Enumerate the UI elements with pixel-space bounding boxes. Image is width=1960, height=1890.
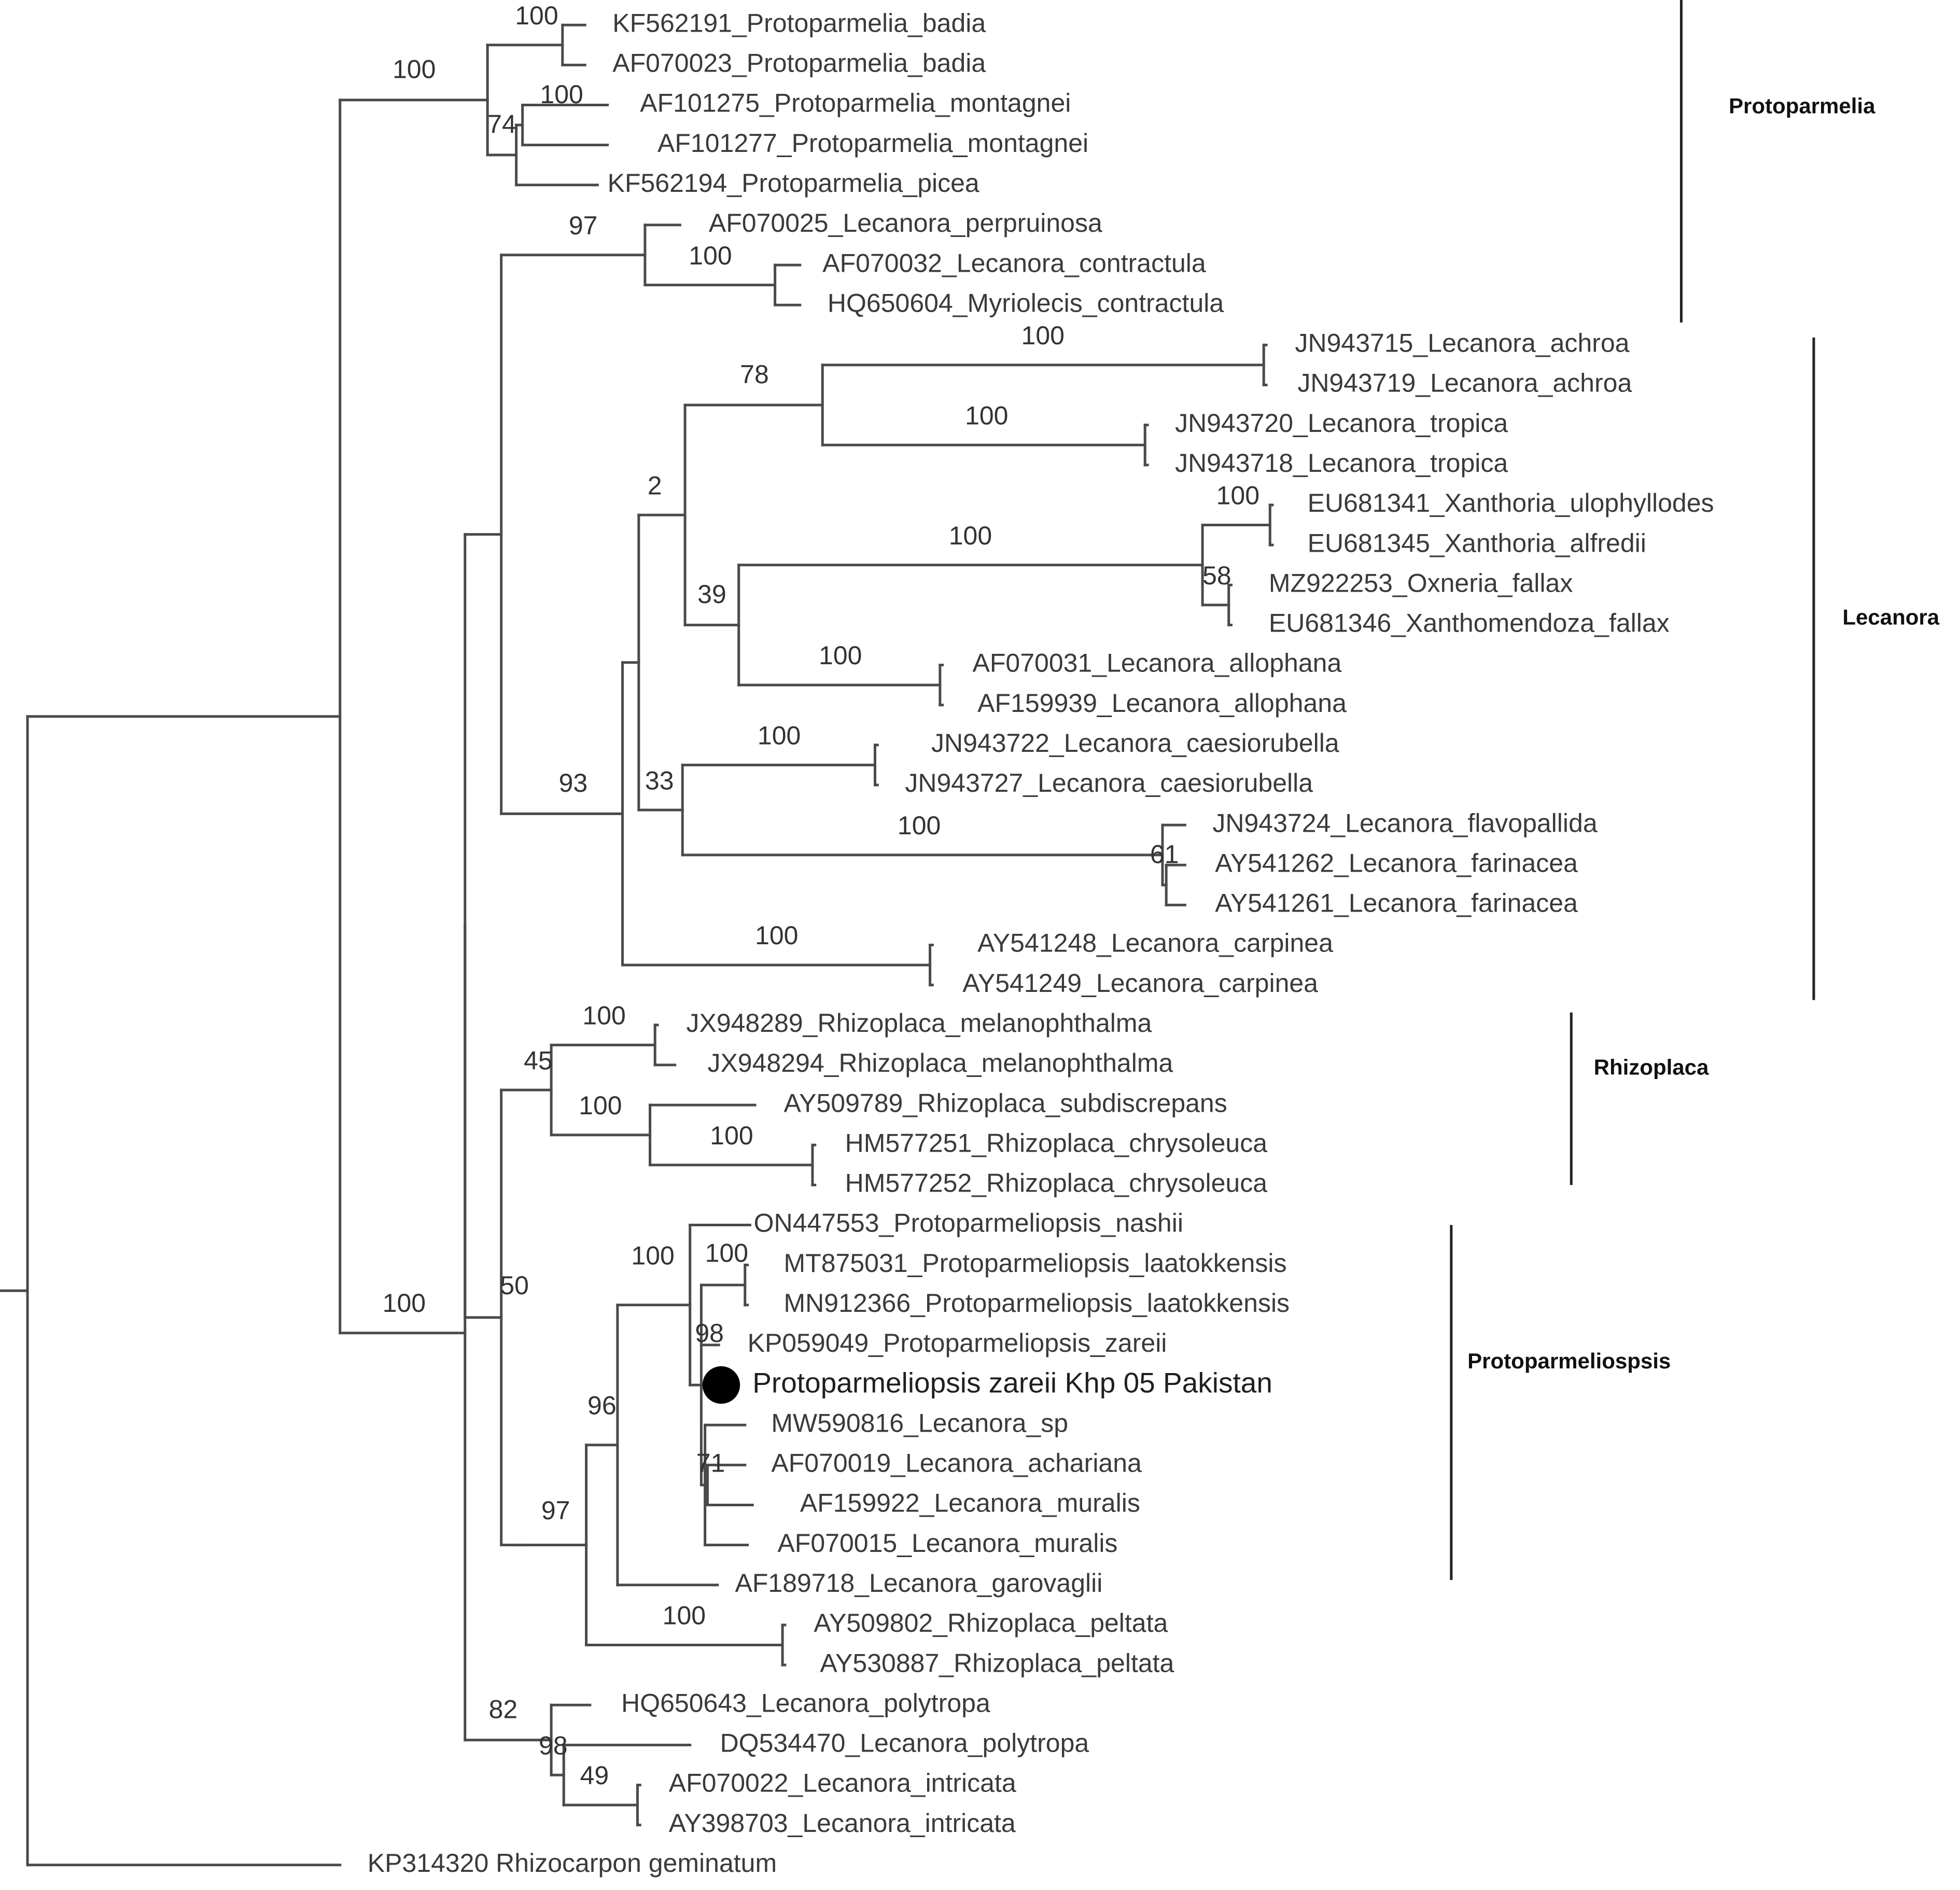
tip-label: AF189718_Lecanora_garovaglii <box>735 1569 1103 1598</box>
tip-label: AY509802_Rhizoplaca_peltata <box>814 1608 1168 1637</box>
tip-label: HQ650643_Lecanora_polytropa <box>621 1688 990 1717</box>
support-value: 50 <box>500 1271 529 1300</box>
support-value: 100 <box>819 641 862 670</box>
tip-label: AF101275_Protoparmelia_montagnei <box>640 89 1071 118</box>
support-value: 45 <box>524 1046 553 1075</box>
tip-label: AF070031_Lecanora_allophana <box>973 649 1342 678</box>
support-value: 58 <box>1202 561 1231 590</box>
support-value: 100 <box>383 1289 426 1318</box>
support-value: 100 <box>758 721 801 750</box>
tip-label: AF070032_Lecanora_contractula <box>822 248 1206 277</box>
tip-label: JN943719_Lecanora_achroa <box>1297 369 1632 398</box>
tip-label: HM577252_Rhizoplaca_chrysoleuca <box>845 1169 1268 1198</box>
support-value: 74 <box>487 110 516 139</box>
tip-label: KF562194_Protoparmelia_picea <box>608 169 979 198</box>
support-value: 100 <box>1216 481 1259 510</box>
tip-label: JN943722_Lecanora_caesiorubella <box>931 729 1339 758</box>
tree-branches <box>0 23 1274 1867</box>
support-values: 100 100 100 74 97 100 100 78 100 2 100 100 58 39 100 10… <box>383 1 1259 1790</box>
support-value: 61 <box>1150 840 1179 869</box>
tip-label: HM577251_Rhizoplaca_chrysoleuca <box>845 1128 1268 1157</box>
clade-label: Rhizoplaca <box>1594 1055 1709 1079</box>
support-value: 97 <box>541 1496 570 1525</box>
clade-label: Protoparmeliospsis <box>1467 1349 1671 1373</box>
tip-label: AY541248_Lecanora_carpinea <box>977 929 1333 958</box>
tip-label: MT875031_Protoparmeliopsis_laatokkensis <box>784 1249 1287 1278</box>
tip-label: AF070019_Lecanora_achariana <box>771 1449 1142 1478</box>
support-value: 100 <box>755 921 798 950</box>
support-value: 2 <box>648 471 662 500</box>
support-value: 100 <box>965 401 1008 430</box>
support-value: 100 <box>705 1239 748 1268</box>
tip-label: AY509789_Rhizoplaca_subdiscrepans <box>784 1088 1227 1117</box>
tip-label: HQ650604_Myriolecis_contractula <box>828 288 1224 317</box>
tip-label: JX948289_Rhizoplaca_melanophthalma <box>686 1009 1152 1038</box>
tip-label: AY541262_Lecanora_farinacea <box>1215 848 1578 877</box>
support-value: 33 <box>645 766 674 795</box>
tip-label: MZ922253_Oxneria_fallax <box>1269 568 1573 597</box>
support-value: 100 <box>393 55 436 84</box>
support-value: 98 <box>695 1319 724 1348</box>
support-value: 100 <box>540 80 583 109</box>
tip-label: AY398703_Lecanora_intricata <box>669 1809 1016 1838</box>
tip-label: AF070023_Protoparmelia_badia <box>612 49 986 78</box>
tip-label: AF159939_Lecanora_allophana <box>977 689 1347 718</box>
support-value: 98 <box>539 1731 568 1760</box>
tip-label: JX948294_Rhizoplaca_melanophthalma <box>707 1048 1173 1077</box>
support-value: 96 <box>587 1391 617 1420</box>
tip-label: JN943718_Lecanora_tropica <box>1175 449 1508 478</box>
support-value: 100 <box>515 1 558 30</box>
support-value: 97 <box>569 211 598 240</box>
tip-label: AY530887_Rhizoplaca_peltata <box>820 1648 1174 1677</box>
tip-label: AF070015_Lecanora_muralis <box>777 1529 1117 1558</box>
tip-label: KF562191_Protoparmelia_badia <box>612 8 986 37</box>
tip-label: AF101277_Protoparmelia_montagnei <box>657 129 1088 158</box>
support-value: 100 <box>631 1241 674 1270</box>
tip-label: DQ534470_Lecanora_polytropa <box>720 1729 1089 1758</box>
tip-label: AF159922_Lecanora_muralis <box>800 1489 1140 1518</box>
clade-label: Protoparmelia <box>1729 93 1875 118</box>
clade-brackets: ProtoparmeliaLecanoraRhizoplacaProtoparm… <box>1450 0 1940 1580</box>
tip-label: AF070022_Lecanora_intricata <box>669 1769 1016 1798</box>
tip-label: AY541261_Lecanora_farinacea <box>1215 889 1578 918</box>
tip-label: EU681346_Xanthomendoza_fallax <box>1269 609 1670 638</box>
support-value: 100 <box>710 1121 753 1150</box>
support-value: 93 <box>559 768 588 797</box>
support-value: 100 <box>582 1001 625 1030</box>
support-value: 100 <box>579 1091 622 1120</box>
tip-label: MW590816_Lecanora_sp <box>771 1408 1068 1437</box>
tip-label: ON447553_Protoparmeliopsis_nashii <box>754 1209 1183 1238</box>
support-value: 71 <box>696 1449 725 1478</box>
clade-label: Lecanora <box>1842 605 1939 629</box>
support-value: 100 <box>1021 321 1065 350</box>
support-value: 100 <box>689 241 732 270</box>
support-value: 39 <box>697 580 726 609</box>
support-value: 100 <box>898 811 941 840</box>
support-value: 82 <box>489 1695 518 1724</box>
tip-label: Protoparmeliopsis zareii Khp 05 Pakistan <box>752 1367 1272 1399</box>
tip-label: EU681345_Xanthoria_alfredii <box>1308 528 1646 557</box>
filled-circle-icon <box>702 1366 740 1404</box>
tip-label: MN912366_Protoparmeliopsis_laatokkensis <box>784 1289 1290 1318</box>
tip-label: JN943715_Lecanora_achroa <box>1295 329 1630 358</box>
support-value: 49 <box>580 1761 609 1790</box>
support-value: 100 <box>949 521 992 550</box>
tip-label: AF070025_Lecanora_perpruinosa <box>709 208 1102 237</box>
support-value: 100 <box>663 1601 706 1630</box>
tip-label: KP059049_Protoparmeliopsis_zareii <box>748 1328 1167 1357</box>
tip-label: AY541249_Lecanora_carpinea <box>962 969 1318 998</box>
tip-label: JN943720_Lecanora_tropica <box>1175 409 1508 438</box>
tip-label: KP314320 Rhizocarpon geminatum <box>368 1849 777 1878</box>
tip-label: JN943727_Lecanora_caesiorubella <box>905 768 1313 797</box>
tip-label: EU681341_Xanthoria_ulophyllodes <box>1308 488 1714 517</box>
tip-labels: KF562191_Protoparmelia_badiaAF070023_Pro… <box>368 8 1714 1878</box>
tip-label: JN943724_Lecanora_flavopallida <box>1212 808 1597 837</box>
support-value: 78 <box>740 360 769 389</box>
